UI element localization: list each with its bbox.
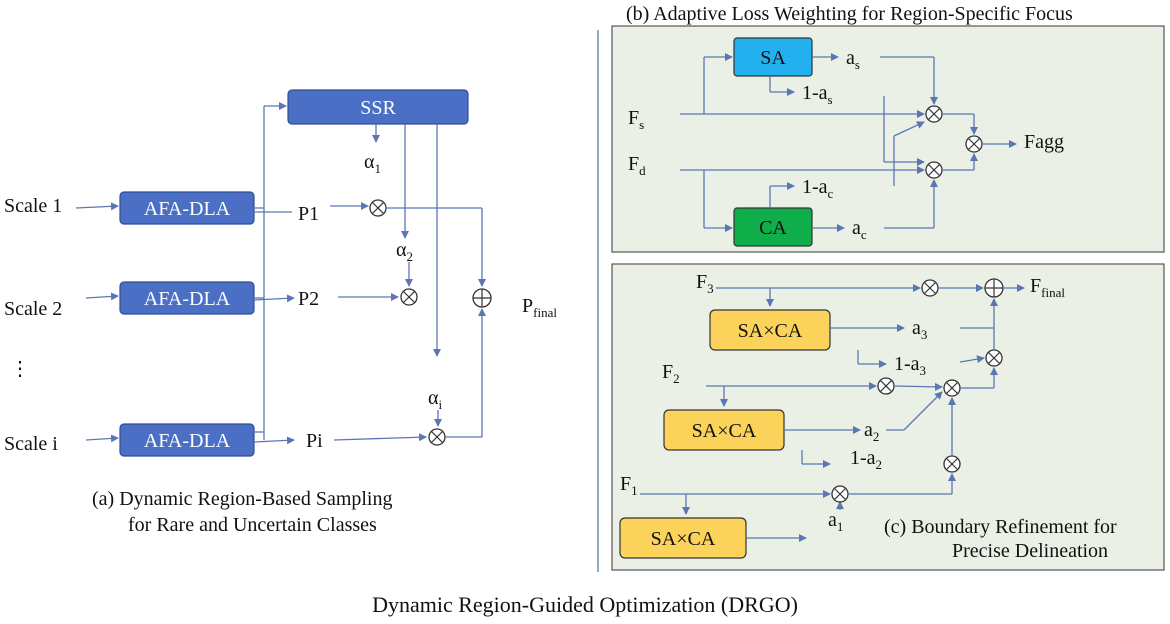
f-d-label: Fd (628, 153, 646, 178)
afa-dla-label-1: AFA-DLA (144, 198, 231, 220)
caption-a-line1: (a) Dynamic Region-Based Sampling (92, 488, 393, 510)
panel-c: SA×CA SA×CA SA×CA F3 F2 F1 a3 1-a3 a2 (611, 263, 1165, 571)
afa-dla-box-2: AFA-DLA (119, 281, 255, 315)
a2-label: a2 (864, 419, 879, 444)
panel-a: Scale 1 Scale 2 ⋮ Scale i AFA-DLA AFA-DL… (4, 89, 557, 536)
sa-label: SA (760, 47, 786, 69)
afa-dla-label-3: AFA-DLA (144, 430, 231, 452)
input-scale-i: Scale i (4, 433, 58, 455)
alpha-2-label: α2 (396, 239, 413, 264)
sa-ca-box-1: SA×CA (619, 517, 747, 559)
caption-a-line2: for Rare and Uncertain Classes (128, 514, 377, 536)
caption-c-line2: Precise Delineation (952, 540, 1108, 562)
multiply-op-i (428, 428, 446, 446)
afa-dla-box-1: AFA-DLA (119, 191, 255, 225)
ssr-label: SSR (360, 97, 396, 119)
sa-ca-label-2: SA×CA (692, 420, 757, 442)
multiply-op-c-f3 (921, 279, 939, 297)
ca-label: CA (759, 217, 787, 239)
vertical-ellipsis: ⋮ (10, 358, 30, 380)
sa-ca-label-1: SA×CA (651, 528, 716, 550)
one-minus-a2-label: 1-a2 (850, 447, 882, 472)
f-final-label: Ffinal (1030, 275, 1065, 300)
f2-label: F2 (662, 361, 680, 386)
a-s-label: as (846, 47, 860, 72)
sa-ca-label-3: SA×CA (738, 320, 803, 342)
multiply-op-c-low (943, 455, 961, 473)
sum-op-a (472, 288, 492, 308)
sa-ca-box-2: SA×CA (663, 409, 785, 451)
panel-b: (b) Adaptive Loss Weighting for Region-S… (611, 3, 1165, 253)
caption-c-line1: (c) Boundary Refinement for (884, 516, 1117, 538)
afa-dla-box-3: AFA-DLA (119, 423, 255, 457)
f-s-label: Fs (628, 107, 644, 132)
p1-label: P1 (298, 203, 319, 225)
panel-b-title: (b) Adaptive Loss Weighting for Region-S… (626, 3, 1073, 25)
p2-label: P2 (298, 288, 319, 310)
one-minus-a-s-label: 1-as (802, 82, 833, 107)
f3-label: F3 (696, 271, 714, 296)
f1-label: F1 (620, 473, 638, 498)
a3-label: a3 (912, 317, 927, 342)
figure-title: Dynamic Region-Guided Optimization (DRGO… (372, 592, 798, 617)
afa-dla-label-2: AFA-DLA (144, 288, 231, 310)
a-c-label: ac (852, 217, 867, 242)
sa-box: SA (733, 37, 813, 77)
multiply-op-b-bottom (925, 161, 943, 179)
ca-box: CA (733, 207, 813, 247)
ssr-box: SSR (287, 89, 469, 125)
a1-label: a1 (828, 509, 843, 534)
pi-label: Pi (306, 430, 323, 452)
multiply-op-b-agg (965, 135, 983, 153)
p-final-label: Pfinal (522, 295, 557, 320)
multiply-op-c-high (985, 349, 1003, 367)
one-minus-a3-label: 1-a3 (894, 353, 926, 378)
multiply-op-c-f1 (831, 485, 849, 503)
fagg-label: Fagg (1024, 131, 1064, 153)
alpha-i-label: αi (428, 387, 442, 412)
sum-op-c (984, 278, 1004, 298)
sa-ca-box-3: SA×CA (709, 309, 831, 351)
one-minus-a-c-label: 1-ac (802, 176, 834, 201)
multiply-op-b-top (925, 105, 943, 123)
multiply-op-c-f2 (877, 377, 895, 395)
multiply-op-2 (400, 288, 418, 306)
multiply-op-c-mid (943, 379, 961, 397)
input-scale-2: Scale 2 (4, 298, 62, 320)
multiply-op-1 (369, 199, 387, 217)
alpha-1-label: α1 (364, 151, 381, 176)
panel-b-frame (611, 25, 1165, 253)
input-scale-1: Scale 1 (4, 195, 62, 217)
